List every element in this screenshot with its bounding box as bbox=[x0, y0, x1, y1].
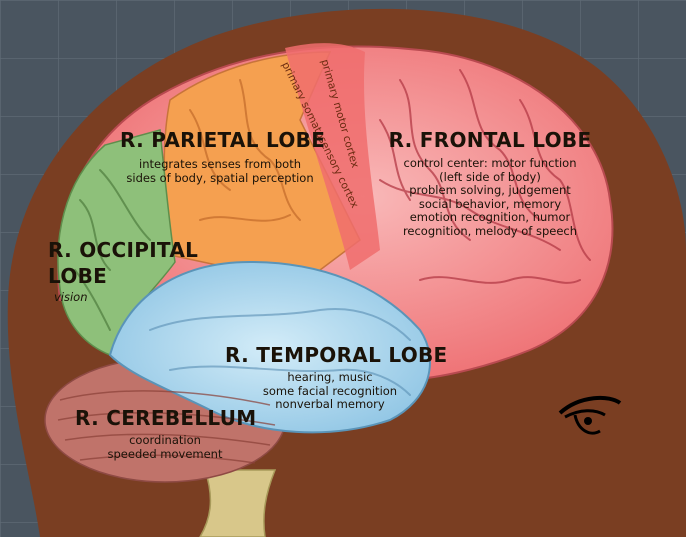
frontal-desc: control center: motor function (left sid… bbox=[385, 157, 595, 238]
occipital-desc: vision bbox=[54, 291, 198, 305]
occipital-title: R. OCCIPITAL bbox=[48, 238, 198, 262]
cerebellum-desc-line: speeded movement bbox=[75, 448, 255, 462]
temporal-desc-line: nonverbal memory bbox=[225, 398, 435, 412]
temporal-title: R. TEMPORAL LOBE bbox=[225, 343, 435, 367]
parietal-desc-line: integrates senses from both bbox=[120, 158, 320, 172]
parietal-title: R. PARIETAL LOBE bbox=[120, 128, 320, 152]
frontal-title: R. FRONTAL LOBE bbox=[385, 128, 595, 152]
frontal-desc-line: recognition, melody of speech bbox=[385, 225, 595, 239]
temporal-desc-line: hearing, music bbox=[225, 371, 435, 385]
cerebellum-label: R. CEREBELLUM coordination speeded movem… bbox=[75, 406, 255, 461]
occipital-title-2: LOBE bbox=[48, 264, 198, 288]
parietal-label: R. PARIETAL LOBE integrates senses from … bbox=[120, 128, 320, 185]
frontal-label: R. FRONTAL LOBE control center: motor fu… bbox=[385, 128, 595, 238]
temporal-label: R. TEMPORAL LOBE hearing, music some fac… bbox=[225, 343, 435, 412]
frontal-desc-line: emotion recognition, humor bbox=[385, 211, 595, 225]
temporal-desc-line: some facial recognition bbox=[225, 385, 435, 399]
brainstem-shape bbox=[200, 470, 275, 537]
temporal-desc: hearing, music some facial recognition n… bbox=[225, 371, 435, 412]
cerebellum-desc: coordination speeded movement bbox=[75, 434, 255, 461]
frontal-desc-line: problem solving, judgement bbox=[385, 184, 595, 198]
parietal-desc-line: sides of body, spatial perception bbox=[120, 172, 320, 186]
frontal-desc-line: (left side of body) bbox=[385, 171, 595, 185]
frontal-desc-line: control center: motor function bbox=[385, 157, 595, 171]
occipital-label: R. OCCIPITAL LOBE vision bbox=[48, 238, 198, 305]
cerebellum-title: R. CEREBELLUM bbox=[75, 406, 255, 430]
frontal-desc-line: social behavior, memory bbox=[385, 198, 595, 212]
cerebellum-desc-line: coordination bbox=[75, 434, 255, 448]
parietal-desc: integrates senses from both sides of bod… bbox=[120, 158, 320, 185]
